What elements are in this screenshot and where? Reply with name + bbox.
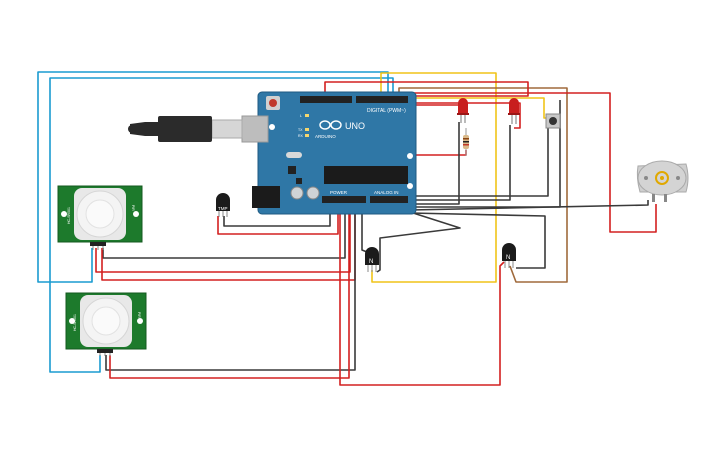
digital-header-right xyxy=(356,96,408,103)
transistor-1[interactable]: N xyxy=(365,247,379,272)
l-led xyxy=(305,114,309,117)
pir-1-right-label: PIR xyxy=(131,205,135,211)
rx-led xyxy=(305,134,309,137)
dc-motor-icon[interactable] xyxy=(636,160,689,202)
mount-hole xyxy=(407,153,413,159)
wires xyxy=(37,71,657,386)
atmega-chip xyxy=(324,166,408,184)
mount-hole xyxy=(407,183,413,189)
tx-led xyxy=(305,128,309,131)
wire-black-t1[interactable] xyxy=(376,211,461,273)
temp-sensor-label: TMP xyxy=(218,206,228,211)
rx-label: RX xyxy=(298,134,304,138)
reset-button-cap[interactable] xyxy=(269,99,277,107)
tx-label: TX xyxy=(298,128,303,132)
pushbutton-icon[interactable] xyxy=(545,113,561,129)
transistor-2[interactable]: N xyxy=(502,243,516,268)
wire-red-top-1[interactable] xyxy=(324,81,529,97)
wire-black-motor[interactable] xyxy=(409,200,649,211)
transistor-2-label: N xyxy=(506,255,510,261)
resistor-icon[interactable] xyxy=(463,128,469,156)
power-header-label: POWER xyxy=(330,190,348,195)
wire-red-top-2[interactable] xyxy=(402,92,657,233)
temperature-sensor[interactable]: TMP xyxy=(216,193,230,217)
usb-cable-icon[interactable] xyxy=(128,116,243,142)
arduino-brand: ARDUINO xyxy=(315,134,336,139)
capacitor xyxy=(290,186,304,200)
small-chip xyxy=(296,178,302,184)
wire-red-pir1[interactable] xyxy=(95,203,351,273)
wire-blue-2[interactable] xyxy=(49,77,394,373)
wire-black-2[interactable] xyxy=(410,125,511,201)
l-label: L xyxy=(300,114,302,118)
analog-header-label: ANALOG IN xyxy=(374,190,399,195)
pir-1-left-label: HC-SR501 xyxy=(67,207,71,224)
wire-brown-1[interactable] xyxy=(398,87,568,283)
wire-black-1[interactable] xyxy=(410,122,460,205)
arduino-logo-icon xyxy=(319,120,342,130)
analog-header xyxy=(370,196,408,203)
pir-2-right-label: PIR xyxy=(137,312,141,318)
wire-red-pir2[interactable] xyxy=(109,205,350,379)
transistor-1-label: N xyxy=(369,259,373,265)
power-header xyxy=(322,196,366,203)
wire-red-pir2b[interactable] xyxy=(339,205,505,386)
usb-port xyxy=(241,115,269,143)
regulator-chip xyxy=(288,166,296,174)
pir-sensor-icon[interactable]: HC-SR501 PIR xyxy=(65,292,147,356)
arduino-model: UNO xyxy=(345,121,365,131)
capacitor xyxy=(306,186,320,200)
arduino-uno-board[interactable]: DIGITAL (PWM~) UNO ARDUINO TX RX L POWER xyxy=(241,91,417,215)
wire-yellow-1[interactable] xyxy=(371,72,497,283)
power-jack xyxy=(252,186,280,208)
crystal xyxy=(286,152,302,158)
pir-2-left-label: HC-SR501 xyxy=(73,314,77,331)
wire-black-pir2[interactable] xyxy=(105,205,356,371)
wire-red-tmp[interactable] xyxy=(217,203,339,235)
wire-black-t2[interactable] xyxy=(409,212,546,269)
wire-black-4[interactable] xyxy=(410,100,561,208)
led-icon[interactable] xyxy=(508,98,520,124)
digital-header-label: DIGITAL (PWM~) xyxy=(367,108,406,114)
digital-header-left xyxy=(300,96,352,103)
wire-black-pir1[interactable] xyxy=(102,203,346,259)
mount-hole xyxy=(269,124,275,130)
led-icon[interactable] xyxy=(457,98,469,123)
wire-black-3[interactable] xyxy=(410,128,549,197)
pir-sensor-icon[interactable]: HC-SR501 PIR xyxy=(57,185,143,250)
wire-blue-1[interactable] xyxy=(37,71,389,283)
